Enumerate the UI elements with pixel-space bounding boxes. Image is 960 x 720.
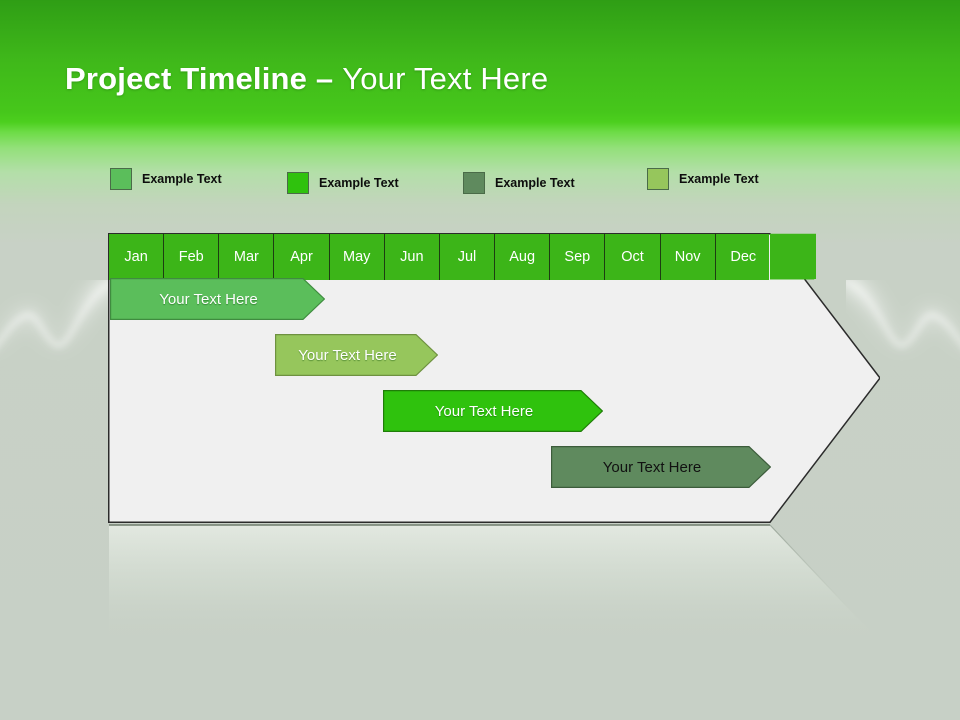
page-title-light: Your Text Here [342,61,549,96]
chart-legend: Example Text Example Text Example Text Exam… [0,0,960,194]
legend-swatch-2-icon [287,172,309,194]
task-bar-label-2: Your Text Here [298,346,397,364]
page-title-dash: – [307,61,343,96]
task-bar-3[interactable]: Your Text Here [383,390,603,432]
legend-item-2[interactable]: Example Text [287,172,399,194]
legend-item-3[interactable]: Example Text [463,172,575,194]
legend-label-2: Example Text [319,176,399,190]
task-bar-4[interactable]: Your Text Here [551,446,771,488]
task-bar-1[interactable]: Your Text Here [110,278,325,320]
legend-label-3: Example Text [495,176,575,190]
task-bar-label-4: Your Text Here [602,458,702,476]
page-title: Project Timeline – Your Text Here [65,60,548,98]
legend-swatch-4-icon [647,168,669,190]
legend-label-1: Example Text [142,172,222,186]
task-bar-label-1: Your Text Here [159,290,258,308]
legend-item-4[interactable]: Example Text [647,168,759,190]
task-bar-2[interactable]: Your Text Here [275,334,438,376]
page-title-bold: Project Timeline [65,61,308,96]
legend-item-1[interactable]: Example Text [110,168,222,190]
task-bar-label-3: Your Text Here [434,402,534,420]
legend-swatch-3-icon [463,172,485,194]
legend-swatch-1-icon [110,168,132,190]
legend-label-4: Example Text [679,172,759,186]
